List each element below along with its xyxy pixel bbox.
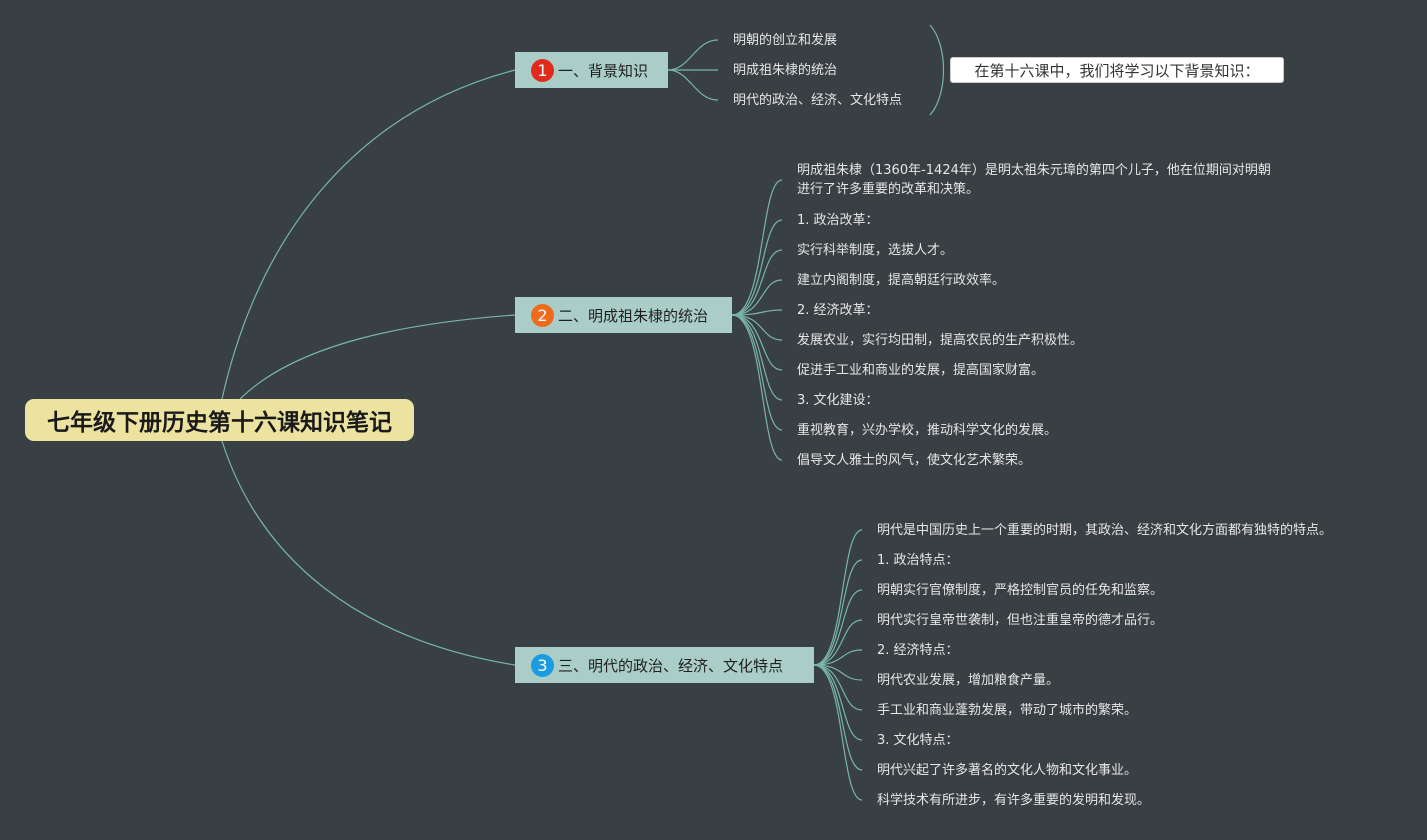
leaf-2-7[interactable]: 促进手工业和商业的发展，提高国家财富。 bbox=[797, 363, 1045, 378]
leaf-2-4[interactable]: 建立内阁制度，提高朝廷行政效率。 bbox=[797, 273, 1006, 288]
branch-topic-3[interactable]: 3 三、明代的政治、经济、文化特点 bbox=[515, 647, 814, 683]
leaf-2-8[interactable]: 3. 文化建设： bbox=[797, 393, 879, 408]
branch-2-label: 二、明成祖朱棣的统治 bbox=[558, 306, 709, 325]
leaf-3-6[interactable]: 明代农业发展，增加粮食产量。 bbox=[877, 673, 1060, 688]
root-topic[interactable]: 七年级下册历史第十六课知识笔记 bbox=[25, 399, 414, 441]
root-title: 七年级下册历史第十六课知识笔记 bbox=[47, 410, 392, 436]
priority-2-badge-icon: 2 bbox=[531, 303, 554, 327]
leaf-3-2[interactable]: 1. 政治特点： bbox=[877, 553, 959, 568]
leaf-1-3[interactable]: 明代的政治、经济、文化特点 bbox=[733, 93, 903, 108]
leaf-3-7[interactable]: 手工业和商业蓬勃发展，带动了城市的繁荣。 bbox=[877, 703, 1138, 718]
branch-3-label: 三、明代的政治、经济、文化特点 bbox=[558, 656, 784, 675]
leaf-2-5[interactable]: 2. 经济改革： bbox=[797, 303, 879, 318]
leaf-2-1b[interactable]: 进行了许多重要的改革和决策。 bbox=[797, 182, 980, 197]
leaf-2-9[interactable]: 重视教育，兴办学校，推动科学文化的发展。 bbox=[797, 423, 1058, 438]
branch-topic-1[interactable]: 1 一、背景知识 bbox=[515, 52, 668, 88]
leaf-1-1[interactable]: 明朝的创立和发展 bbox=[733, 33, 838, 48]
summary-callout[interactable]: 在第十六课中，我们将学习以下背景知识： bbox=[950, 57, 1284, 83]
leaf-2-2[interactable]: 1. 政治改革： bbox=[797, 213, 879, 228]
leaf-2-3[interactable]: 实行科举制度，选拔人才。 bbox=[797, 243, 954, 258]
leaf-3-5[interactable]: 2. 经济特点： bbox=[877, 643, 959, 658]
priority-3-badge-icon: 3 bbox=[531, 653, 554, 677]
leaf-1-2[interactable]: 明成祖朱棣的统治 bbox=[733, 63, 838, 78]
branch-topic-2[interactable]: 2 二、明成祖朱棣的统治 bbox=[515, 297, 732, 333]
leaf-2-1a[interactable]: 明成祖朱棣（1360年-1424年）是明太祖朱元璋的第四个儿子，他在位期间对明朝 bbox=[797, 163, 1271, 178]
leaf-3-9[interactable]: 明代兴起了许多著名的文化人物和文化事业。 bbox=[877, 763, 1138, 778]
leaf-3-8[interactable]: 3. 文化特点： bbox=[877, 733, 959, 748]
leaf-3-4[interactable]: 明代实行皇帝世袭制，但也注重皇帝的德才品行。 bbox=[877, 613, 1164, 628]
link-root-branch-1 bbox=[221, 69, 516, 400]
priority-1-badge-icon: 1 bbox=[531, 58, 554, 82]
summary-bracket bbox=[929, 24, 944, 116]
leaf-3-1[interactable]: 明代是中国历史上一个重要的时期，其政治、经济和文化方面都有独特的特点。 bbox=[877, 523, 1333, 538]
leaf-3-10[interactable]: 科学技术有所进步，有许多重要的发明和发现。 bbox=[877, 793, 1151, 808]
leaf-2-10[interactable]: 倡导文人雅士的风气，使文化艺术繁荣。 bbox=[797, 453, 1032, 468]
branch-1-label: 一、背景知识 bbox=[558, 61, 649, 80]
leaf-2-6[interactable]: 发展农业，实行均田制，提高农民的生产积极性。 bbox=[797, 333, 1084, 348]
link-root-branch-3 bbox=[221, 440, 516, 666]
leaf-3-3[interactable]: 明朝实行官僚制度，严格控制官员的任免和监察。 bbox=[877, 583, 1164, 598]
link-root-branch-2 bbox=[239, 314, 516, 400]
summary-text: 在第十六课中，我们将学习以下背景知识： bbox=[974, 61, 1260, 80]
